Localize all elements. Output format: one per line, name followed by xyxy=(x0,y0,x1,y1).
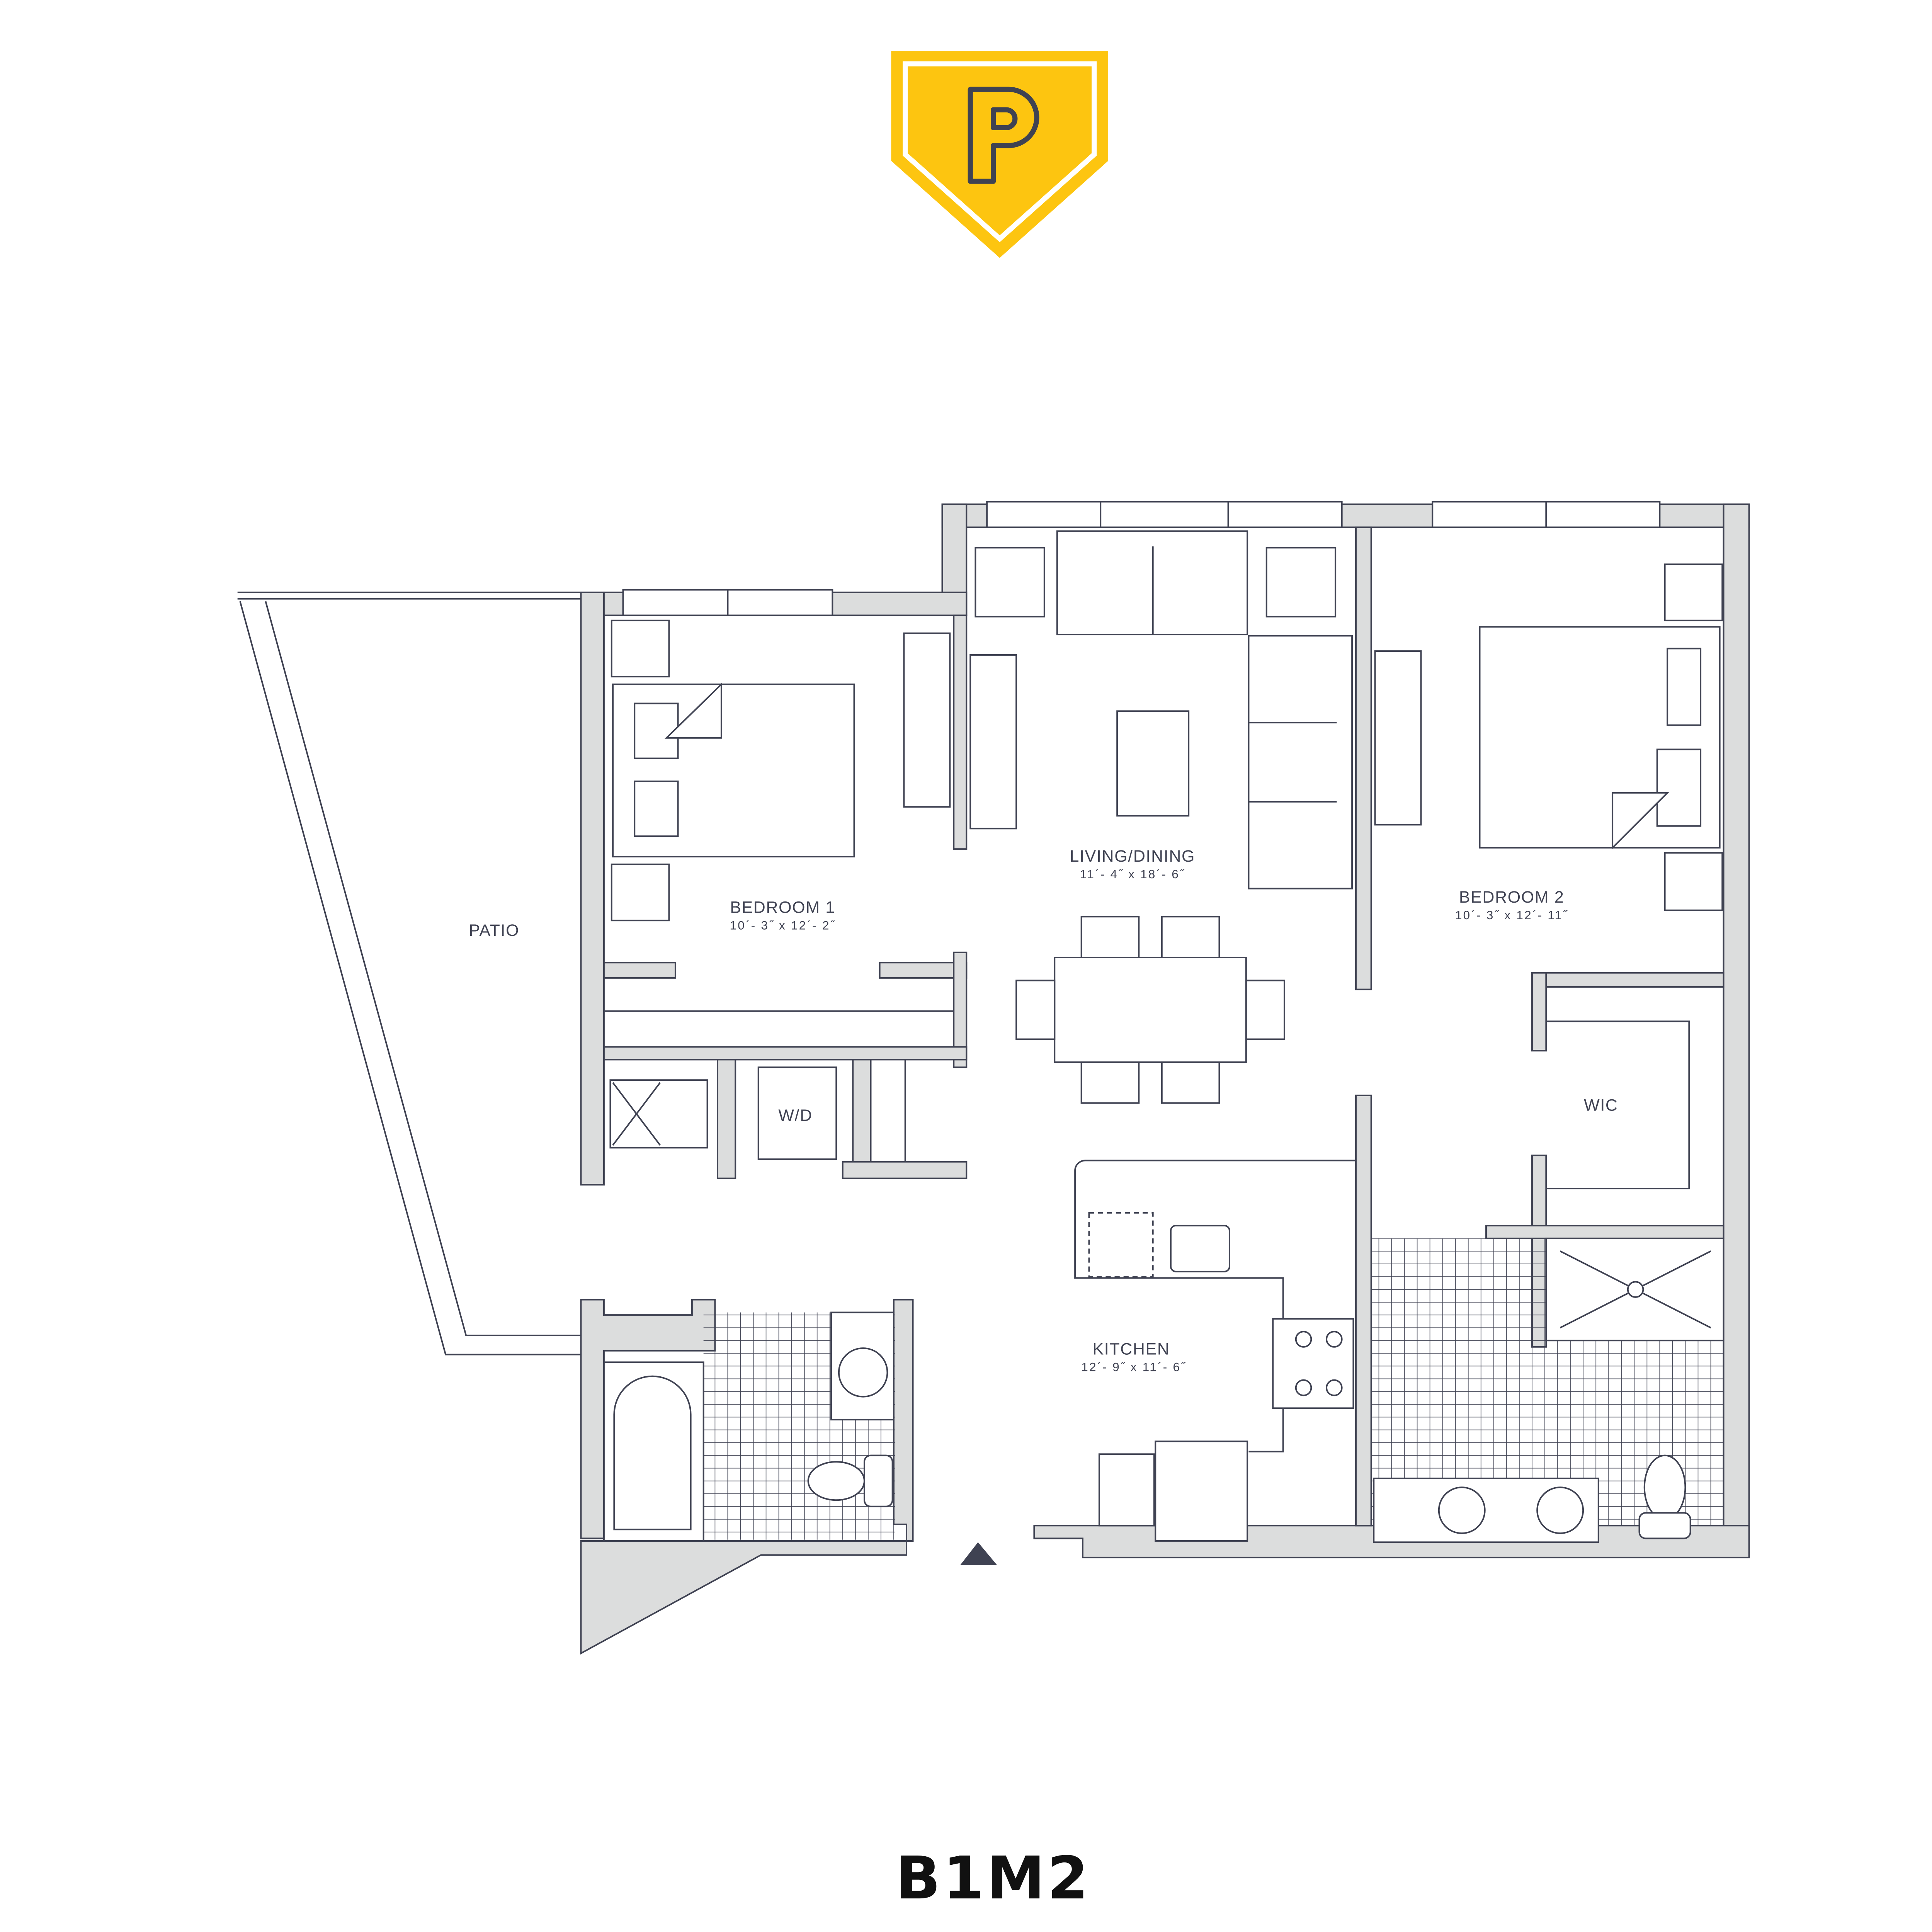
bedroom1-label: BEDROOM 1 xyxy=(730,898,835,917)
parking-shield-logo xyxy=(891,51,1109,258)
kitchen-fixtures xyxy=(1074,1160,1356,1542)
unit-name: B1M2 xyxy=(896,1844,1091,1912)
entry-arrow-icon xyxy=(960,1542,997,1565)
bedroom1-size: 10´- 3˝ x 12´- 2˝ xyxy=(730,918,835,932)
kitchen-label: KITCHEN xyxy=(1092,1340,1170,1359)
living-label: LIVING/DINING xyxy=(1070,847,1195,866)
bathroom-1 xyxy=(603,1311,895,1542)
patio-label: PATIO xyxy=(469,921,519,940)
laundry-label: W/D xyxy=(778,1106,812,1125)
living-size: 11´- 4˝ x 18´- 6˝ xyxy=(1080,867,1185,881)
wic-label: WIC xyxy=(1584,1096,1618,1115)
bathroom-2 xyxy=(1371,1237,1725,1543)
patio xyxy=(237,592,581,1355)
bedroom1-furniture xyxy=(604,619,1017,1162)
bedroom2-size: 10´- 3˝ x 12´- 11˝ xyxy=(1455,908,1568,922)
living-furniture xyxy=(975,530,1353,1104)
windows xyxy=(622,501,1661,616)
bedroom2-label: BEDROOM 2 xyxy=(1459,888,1565,906)
kitchen-size: 12´- 9˝ x 11´- 6˝ xyxy=(1081,1361,1186,1374)
bedroom2-furniture xyxy=(1374,563,1723,1190)
